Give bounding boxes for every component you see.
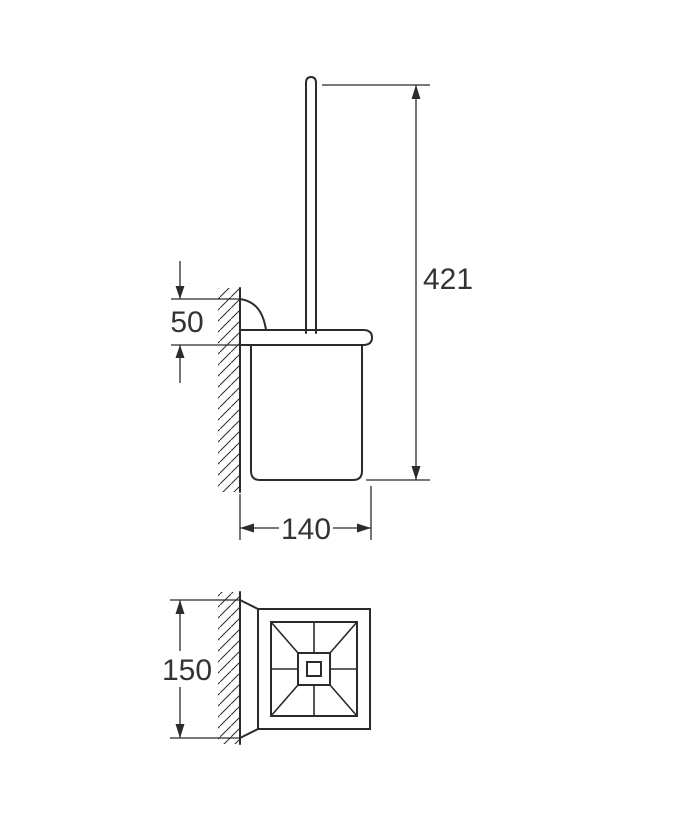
wall-hatch-bottom	[218, 592, 240, 744]
star-ray	[329, 684, 358, 717]
arrowhead-down-icon	[175, 724, 185, 738]
label-backplate	[279, 511, 333, 545]
mount-flange-top-edge	[239, 599, 259, 610]
dimension-label-depth: 140	[281, 513, 331, 546]
bottom-view	[218, 591, 371, 745]
star-ray	[329, 621, 358, 654]
dimension-label-face-height: 150	[162, 654, 212, 687]
arrowhead-right-icon	[357, 523, 371, 533]
holder-plate	[239, 329, 374, 346]
holder-body-outer-square	[257, 608, 371, 730]
dimension-label-overall-height: 421	[423, 263, 473, 296]
rod-socket-square	[297, 652, 331, 686]
star-pattern	[270, 621, 358, 717]
wall-hatch-side	[218, 288, 240, 492]
rod-cross-section	[306, 661, 322, 677]
mount-flange-bottom-edge	[239, 728, 259, 739]
dimension-face-height: 150	[161, 599, 240, 739]
brush-handle-rod	[305, 75, 317, 334]
dimension-depth: 140	[239, 486, 372, 546]
brush-container	[250, 344, 363, 481]
wall-mount-bracket	[239, 298, 267, 331]
dimension-bracket-height: 50	[170, 261, 240, 383]
arrowhead-down-icon	[411, 466, 421, 480]
dimension-label-bracket-height: 50	[170, 306, 203, 339]
arrowhead-down-icon	[175, 286, 185, 299]
star-ray	[270, 621, 299, 654]
dimension-overall-height: 421	[322, 84, 473, 481]
arrowhead-up-icon	[175, 600, 185, 614]
label-backplate	[161, 651, 213, 687]
arrowhead-left-icon	[240, 523, 254, 533]
arrowhead-up-icon	[411, 85, 421, 99]
side-view	[218, 75, 374, 493]
star-ray	[270, 684, 299, 717]
arrowhead-up-icon	[175, 345, 185, 358]
